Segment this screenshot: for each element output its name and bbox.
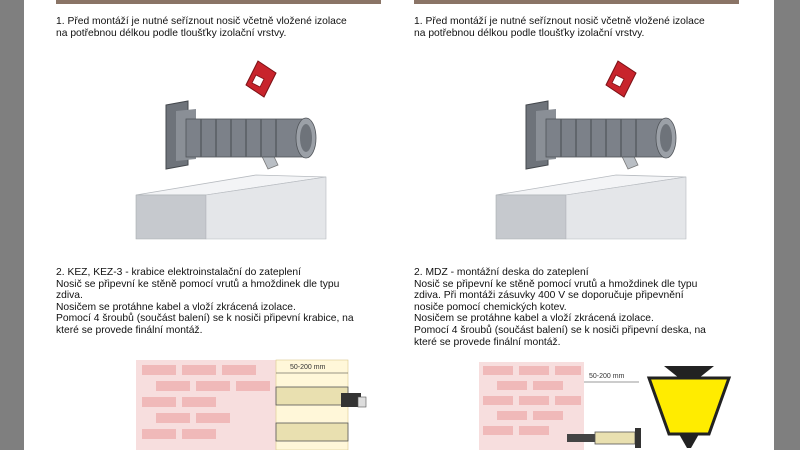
plate-mounting-diagram: 50-200 mm (479, 362, 732, 450)
dimension-label: 50-200 mm (290, 364, 326, 371)
right-column: 1. Před montáží je nutné seříznout nosič… (414, 0, 754, 450)
top-image-strip (414, 0, 739, 4)
document-page: 1. Před montáží je nutné seříznout nosič… (24, 0, 774, 450)
step1-text: 1. Před montáží je nutné seříznout nosič… (414, 16, 705, 39)
top-image-strip (56, 0, 381, 4)
left-column: 1. Před montáží je nutné seříznout nosič… (56, 0, 396, 450)
step2-text: 2. MDZ - montážní deska do zateplení Nos… (414, 267, 706, 348)
carrier-mounting-illustration (495, 60, 687, 240)
box-mounting-diagram: 50-200 mm (136, 359, 367, 450)
step1-text: 1. Před montáží je nutné seříznout nosič… (56, 16, 347, 39)
step2-text: 2. KEZ, KEZ-3 - krabice elektroinstalačn… (56, 267, 354, 336)
carrier-mounting-illustration (135, 60, 327, 240)
dimension-label: 50-200 mm (589, 373, 625, 380)
